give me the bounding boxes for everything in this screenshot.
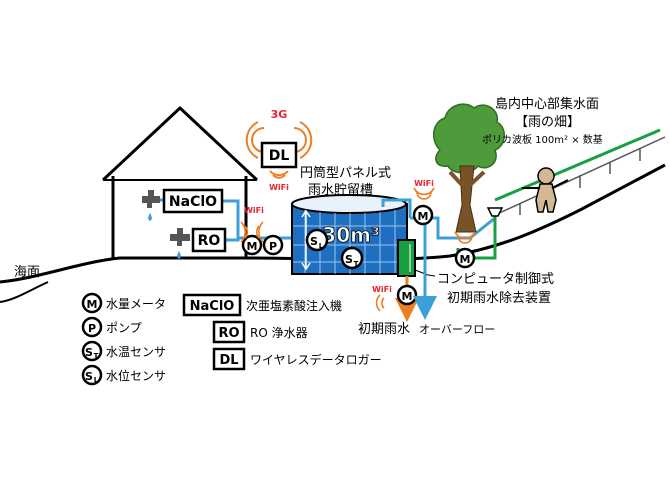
controller-leader-line [414, 269, 436, 277]
collection-label-line3: ポリカ波板 100m² × 数基 [482, 133, 603, 146]
svg-text:M: M [247, 240, 258, 253]
controller-label-line2: 初期雨水除去装置 [447, 291, 551, 306]
svg-text:WiFi: WiFi [244, 206, 264, 215]
nacio-pipe [220, 199, 240, 240]
svg-text:NaClO: NaClO [169, 194, 217, 210]
tree [433, 103, 505, 233]
svg-text:S: S [345, 253, 353, 266]
svg-text:M: M [418, 210, 429, 223]
faucet-icon [142, 190, 160, 221]
water-meter-badge: M [241, 234, 263, 256]
svg-text:S: S [85, 370, 93, 383]
svg-text:DL: DL [219, 353, 238, 368]
collection-meter-badge: M [454, 247, 476, 269]
legend-item-level-sensor: S L 水位センサ [81, 364, 166, 386]
legend-item-nacio: NaClO 次亜塩素酸注入機 [182, 293, 342, 317]
wifi-icon: WiFi [372, 285, 392, 312]
svg-text:RO: RO [218, 326, 239, 341]
pump-badge: P [262, 234, 284, 256]
wifi-label: WiFi [269, 183, 289, 192]
svg-text:M: M [87, 298, 98, 311]
nacio-box: NaClO [162, 188, 224, 214]
wifi-icon [269, 170, 289, 179]
svg-text:M: M [460, 253, 471, 266]
legend-item-temp-sensor: S T 水温センサ [81, 340, 166, 362]
svg-text:水位センサ: 水位センサ [106, 368, 166, 383]
svg-text:DL: DL [269, 148, 290, 164]
wifi-icon: WiFi [413, 179, 435, 200]
svg-text:RO: RO [198, 233, 221, 249]
faucet-icon [170, 228, 190, 259]
svg-text:S: S [85, 346, 93, 359]
collection-label-line1: 島内中心部集水面 [495, 96, 599, 112]
temperature-sensor-badge: S T [340, 246, 364, 270]
first-flush-meter-badge: M [396, 284, 418, 306]
house [101, 106, 259, 258]
level-sensor-badge: S L [305, 228, 329, 252]
svg-text:NaClO: NaClO [190, 299, 235, 314]
first-flush-label: 初期雨水 [358, 322, 410, 337]
funnel-icon [486, 207, 504, 217]
svg-text:L: L [319, 242, 324, 250]
legend-item-data-logger: DL ワイヤレスデータロガー [212, 347, 382, 371]
svg-text:ポンプ: ポンプ [106, 321, 142, 335]
tank-title-line1: 円筒型パネル式 [300, 165, 391, 181]
overflow-label: オーバーフロー [419, 323, 495, 336]
svg-text:T: T [94, 352, 99, 360]
sea-label: 海面 [14, 265, 40, 280]
wifi-icon [245, 121, 313, 159]
svg-text:RO 浄水器: RO 浄水器 [250, 326, 308, 340]
tank-inflow-pipe [381, 198, 412, 218]
controller-label-line1: コンピュータ制御式 [437, 272, 554, 287]
inflow-meter-badge: M [412, 204, 434, 226]
data-logger: 3G DL WiFi [245, 108, 313, 192]
coast-slope [0, 281, 49, 303]
first-flush-controller [397, 239, 416, 277]
svg-text:WiFi: WiFi [372, 285, 392, 294]
wifi-icon [454, 231, 476, 244]
svg-text:M: M [402, 290, 413, 303]
svg-text:P: P [269, 240, 277, 253]
collection-surface-rail [494, 136, 666, 216]
svg-text:水温センサ: 水温センサ [106, 345, 166, 359]
svg-text:次亜塩素酸注入機: 次亜塩素酸注入機 [246, 298, 342, 313]
svg-text:P: P [88, 322, 96, 335]
svg-text:T: T [354, 260, 359, 268]
network-3g-label: 3G [271, 108, 288, 121]
svg-text:水量メータ: 水量メータ [106, 297, 166, 311]
collection-label-line2: 【雨の畑】 [515, 115, 580, 130]
tank-title-line2: 雨水貯留槽 [308, 183, 373, 198]
person-icon [522, 167, 569, 213]
legend-item-ro: RO RO 浄水器 [212, 320, 308, 344]
svg-text:WiFi: WiFi [414, 179, 434, 188]
legend: M 水量メータ P ポンプ S T 水温センサ S L 水位センサ NaClO … [81, 292, 382, 386]
svg-text:L: L [94, 376, 99, 384]
legend-item-meter: M 水量メータ [81, 292, 166, 314]
svg-text:ワイヤレスデータロガー: ワイヤレスデータロガー [250, 352, 382, 367]
legend-item-pump: P ポンプ [81, 316, 142, 338]
wifi-icon: WiFi [240, 206, 264, 243]
tank-capacity-label: 30m³ [322, 223, 379, 247]
svg-text:S: S [310, 235, 318, 248]
ro-box: RO [191, 227, 227, 253]
